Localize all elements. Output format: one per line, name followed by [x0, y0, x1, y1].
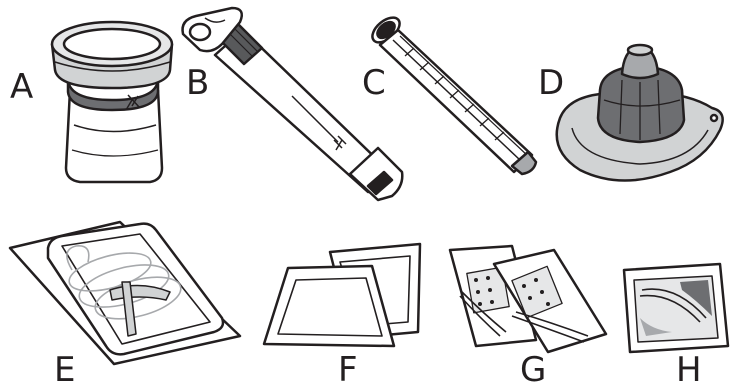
syringe-icon — [371, 16, 538, 176]
adhesive-bandages-icon — [448, 244, 608, 354]
infusion-set-package-icon — [8, 220, 242, 366]
alcohol-swab-icon — [622, 262, 730, 354]
label-d: D — [538, 63, 565, 103]
gauze-pads-icon — [262, 242, 422, 348]
label-c: C — [362, 63, 386, 103]
label-g: G — [520, 350, 547, 390]
prefilled-syringe-icon — [181, 6, 404, 202]
label-h: H — [676, 350, 702, 390]
label-e: E — [54, 350, 76, 390]
vial-icon — [50, 20, 174, 184]
label-a: A — [10, 67, 34, 107]
label-b: B — [186, 63, 210, 103]
vial-adapter-icon — [555, 43, 724, 182]
label-f: F — [338, 350, 358, 390]
